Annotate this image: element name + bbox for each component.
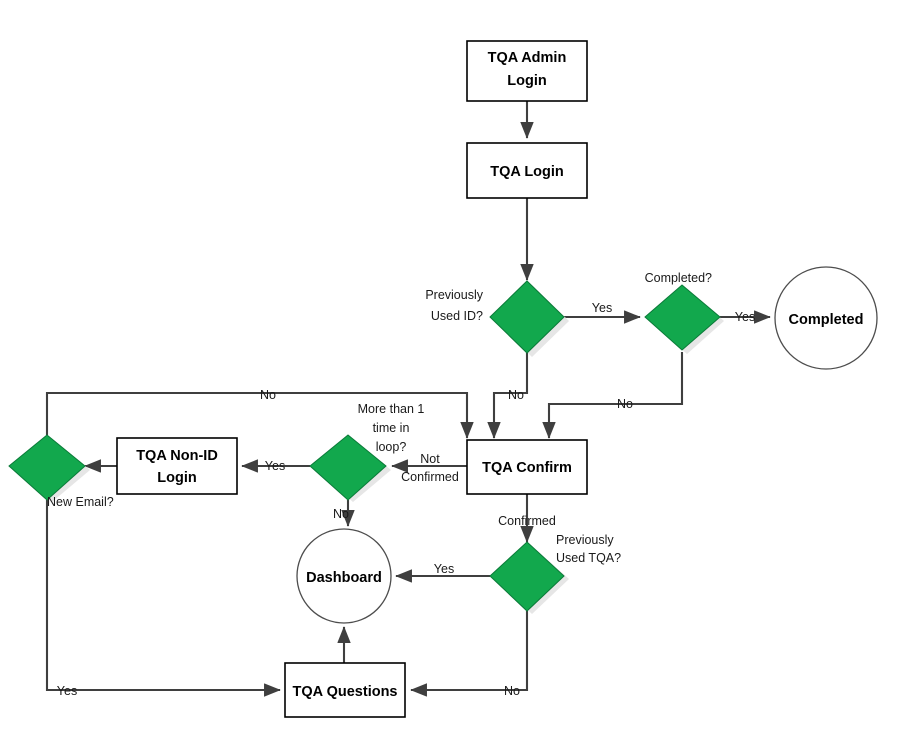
previously-used-id-diamond-shape: [489, 280, 565, 354]
node-tqa-questions[interactable]: TQA Questions: [284, 662, 406, 718]
edge-new-email-yes-to-questions: [45, 500, 281, 697]
edge-label-loop-yes: Yes: [265, 459, 285, 473]
node-dashboard-terminal-label: Dashboard: [306, 570, 382, 586]
previously-used-tqa-diamond-shape: [489, 541, 565, 612]
node-tqa-admin-login[interactable]: TQA Admin Login: [466, 40, 588, 102]
new-email-diamond-shape: [8, 434, 86, 501]
node-tqa-questions-label: TQA Questions: [293, 684, 398, 700]
node-more-than-1-loop-label-line1: More than 1: [358, 402, 425, 416]
node-tqa-admin-login-label-line2: Login: [507, 73, 546, 89]
completed-question-diamond-shape: [644, 284, 721, 351]
node-previously-used-tqa-label-line1: Previously: [556, 533, 614, 547]
node-more-than-1-loop[interactable]: [309, 434, 391, 502]
node-previously-used-tqa[interactable]: [489, 541, 569, 614]
edge-label-not-confirmed-line2: Confirmed: [401, 470, 459, 484]
node-tqa-login[interactable]: TQA Login: [466, 142, 588, 199]
node-tqa-non-id-login-label-line1: TQA Non-ID: [136, 448, 218, 464]
edge-label-used-tqa-no: No: [504, 684, 520, 698]
node-tqa-admin-login-label-line1: TQA Admin: [488, 50, 567, 66]
edge-new-email-no-to-confirm: [45, 391, 474, 439]
node-completed-terminal-label: Completed: [789, 312, 864, 328]
edge-label-new-email-no: No: [260, 388, 276, 402]
edge-used-tqa-no-to-questions: [410, 611, 529, 697]
edge-label-loop-no: No: [333, 507, 349, 521]
node-completed-question-label: Completed?: [645, 271, 712, 285]
node-previously-used-id-label-line2: Used ID?: [431, 309, 483, 323]
node-more-than-1-loop-label-line2: time in: [373, 421, 410, 435]
edge-label-confirmed: Confirmed: [498, 514, 556, 528]
edge-label-used-tqa-yes: Yes: [434, 562, 454, 576]
edge-label-completed-no: No: [617, 397, 633, 411]
node-dashboard-terminal[interactable]: Dashboard: [296, 528, 392, 624]
more-than-1-loop-diamond-shape: [309, 434, 387, 501]
edge-label-used-id-no: No: [508, 388, 524, 402]
edge-label-new-email-yes: Yes: [57, 684, 77, 698]
node-previously-used-id[interactable]: [489, 280, 569, 357]
edge-completed-q-no-to-confirm: [542, 352, 684, 439]
node-tqa-non-id-login[interactable]: TQA Non-ID Login: [116, 437, 238, 495]
node-previously-used-id-label-line1: Previously: [425, 288, 483, 302]
edge-label-not-confirmed-line1: Not: [420, 452, 440, 466]
edge-used-id-no-to-confirm: [487, 353, 529, 439]
node-tqa-confirm[interactable]: TQA Confirm: [466, 439, 588, 495]
node-new-email[interactable]: [8, 434, 90, 502]
node-more-than-1-loop-label-line3: loop?: [376, 440, 407, 454]
edge-label-used-id-yes: Yes: [592, 301, 612, 315]
node-tqa-login-label: TQA Login: [490, 164, 564, 180]
node-previously-used-tqa-label-line2: Used TQA?: [556, 551, 621, 565]
node-completed-terminal[interactable]: Completed: [774, 266, 878, 370]
node-tqa-non-id-login-label-line2: Login: [157, 470, 196, 486]
node-new-email-label: New Email?: [47, 495, 114, 509]
node-completed-question[interactable]: [644, 284, 724, 354]
node-tqa-confirm-label: TQA Confirm: [482, 460, 572, 476]
edge-label-completed-yes: Yes: [735, 310, 755, 324]
